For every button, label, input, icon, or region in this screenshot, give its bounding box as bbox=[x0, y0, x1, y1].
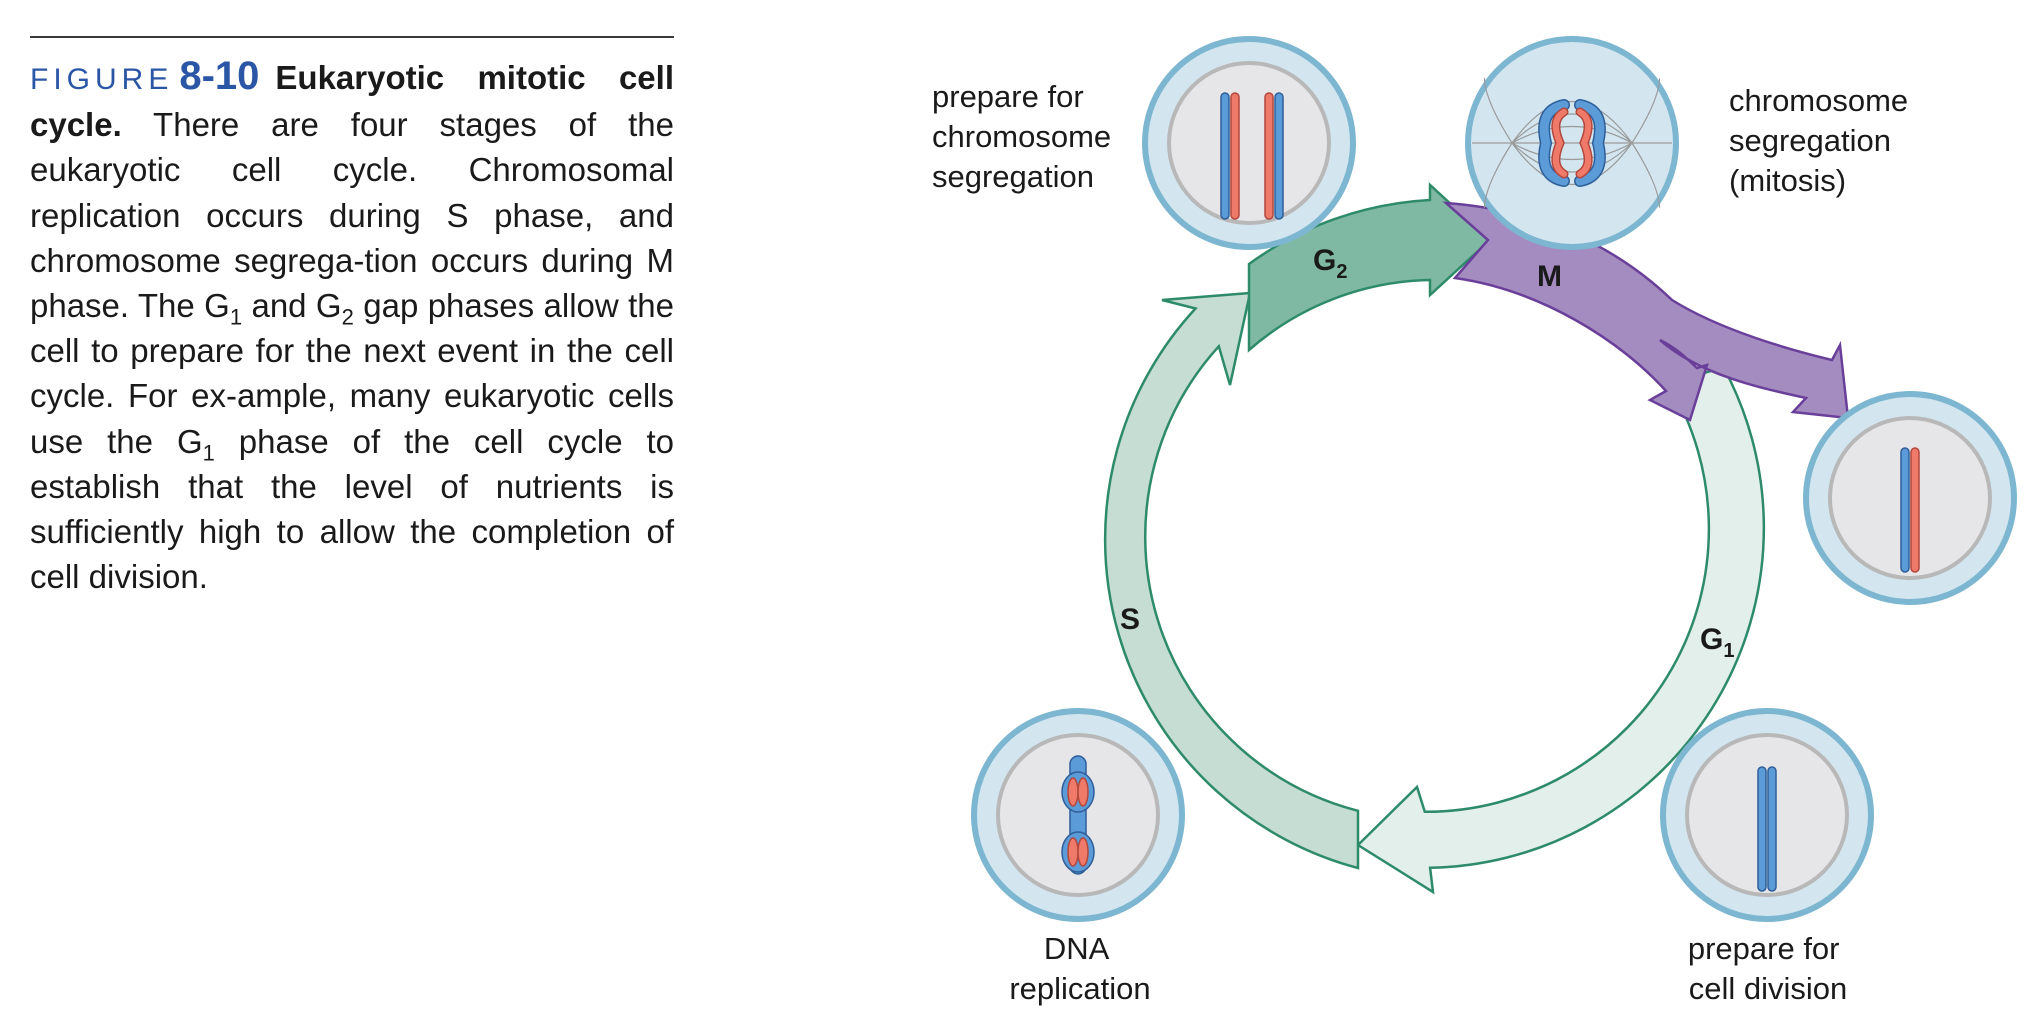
caption-sub: 1 bbox=[229, 304, 243, 330]
spindle-icon bbox=[1472, 61, 1672, 225]
cell-icon bbox=[971, 708, 1185, 922]
chromosome-icon bbox=[1538, 99, 1606, 187]
chromosome-icon bbox=[1220, 92, 1284, 220]
s-phase-arrow bbox=[1103, 291, 1360, 870]
cell-icon bbox=[1660, 708, 1874, 922]
cell-label-mitosis: chromosome segregation (mitosis) bbox=[1729, 83, 1917, 198]
caption-text: gap phases allow the cell to prepare for… bbox=[30, 287, 674, 460]
stage-g1-label: G1 bbox=[1700, 623, 1734, 662]
chromosome-icon bbox=[1900, 447, 1920, 573]
chromosome-icon bbox=[1757, 766, 1777, 892]
cell-cycle-ring bbox=[1103, 182, 1850, 895]
cell-icon bbox=[1142, 36, 1356, 250]
cell-icon bbox=[1465, 36, 1679, 250]
cell-label-prepare-segregation: prepare for chromosome segregation bbox=[932, 79, 1120, 194]
cell-label-dna-replication: DNA replication bbox=[1009, 931, 1150, 1006]
cell-icon bbox=[1803, 391, 2017, 605]
figure-label: FIGURE bbox=[30, 63, 174, 96]
stage-g2-label: G2 bbox=[1313, 244, 1347, 283]
caption-text: There are four stages of the eukaryotic … bbox=[30, 106, 674, 325]
g1-phase-arrow bbox=[1355, 365, 1766, 895]
g2-phase-arrow bbox=[1247, 182, 1492, 353]
caption-text: phase of the cell cycle to establish tha… bbox=[30, 422, 674, 596]
caption-rule bbox=[30, 36, 674, 38]
caption-sub: 2 bbox=[341, 304, 354, 330]
caption-text: and G bbox=[242, 287, 342, 325]
cell-label-prepare-division: prepare for cell division bbox=[1688, 931, 1848, 1006]
chromosome-icon bbox=[1061, 755, 1095, 875]
m-phase-arrow bbox=[1442, 201, 1850, 422]
caption-sub: 1 bbox=[202, 440, 215, 466]
stage-m-label: M bbox=[1537, 260, 1562, 293]
figure-title: Eukaryotic mitotic cell cycle. bbox=[30, 59, 674, 144]
stage-s-label: S bbox=[1120, 603, 1140, 636]
figure-number: 8-10 bbox=[179, 54, 260, 98]
